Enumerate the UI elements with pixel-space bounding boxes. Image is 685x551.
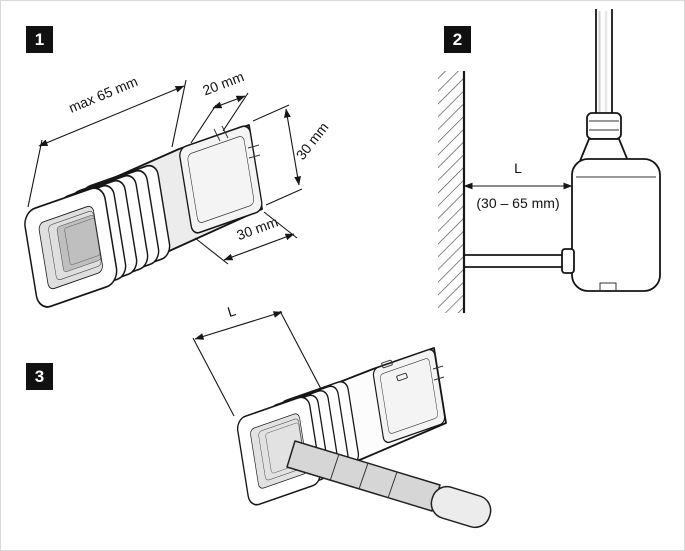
step2-dimension-L: L (30 – 65 mm) [463,160,573,211]
interior-ring [56,214,101,273]
snap-windows [381,359,445,382]
dimension-label-range: (30 – 65 mm) [476,195,559,211]
heater-head [571,158,661,292]
element-end-cap [430,485,492,529]
sleeve-flange [24,187,118,308]
pipe [595,9,613,113]
step2-diagram: L (30 – 65 mm) [438,9,661,313]
dimension-label-L: L [225,302,237,320]
heating-element [286,440,492,529]
element-boss [561,248,575,274]
sleeve-open-end [179,125,263,234]
step3-dimension-L: L [192,302,322,417]
pipe-nut [586,112,622,140]
sleeve-open-end [372,348,446,444]
step-3-badge: 3 [26,363,53,390]
step3-diagram: L [192,302,492,529]
dimension-label-20mm: 20 mm [200,68,246,98]
interior-depth [64,218,101,265]
step-1-badge: 1 [26,26,53,53]
snap-marks [213,125,261,159]
dimension-label-30mm-height: 30 mm [293,119,332,163]
wall [438,71,466,313]
heater-neck [579,138,629,162]
sleeve-open-end-inner-wall [187,136,255,223]
step-2-badge: 2 [444,26,471,53]
dimension-label-L: L [514,160,522,176]
heater-head-notch [599,282,617,291]
sleeve-open-end-inner-wall [380,358,438,434]
step1-diagram: max 65 mm 20 mm 30 mm 30 mm [24,68,332,308]
wall-hatching [438,71,464,313]
heater-unit [464,9,661,292]
